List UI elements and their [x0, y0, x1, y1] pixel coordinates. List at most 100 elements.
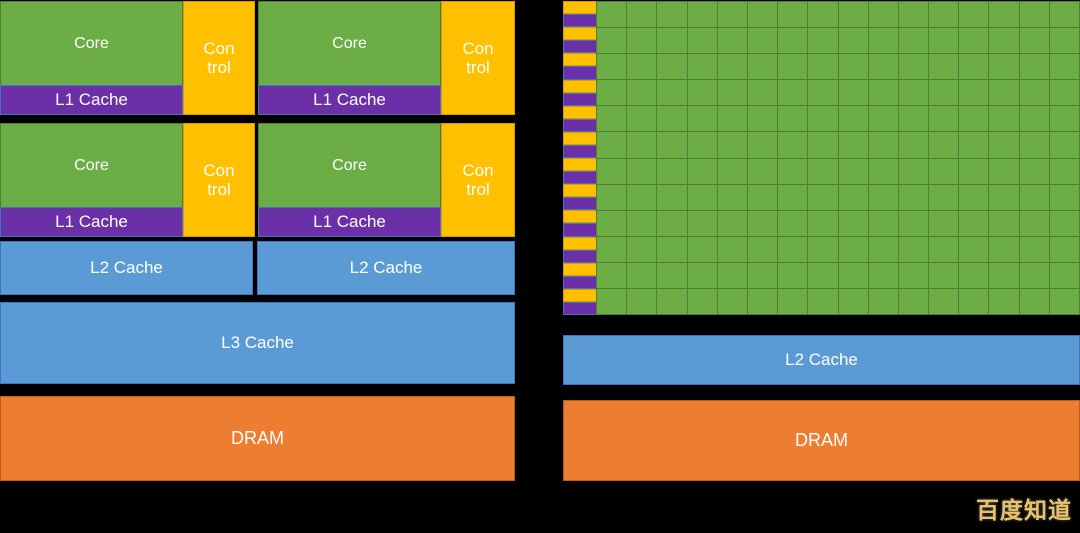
gpu-core-cell[interactable] — [929, 132, 959, 158]
gpu-core-cell[interactable] — [717, 54, 747, 80]
gpu-core-cell[interactable] — [868, 28, 898, 54]
gpu-core-cell[interactable] — [1049, 2, 1079, 28]
gpu-core-cell[interactable] — [838, 288, 868, 314]
gpu-core-cell[interactable] — [838, 262, 868, 288]
gpu-core-cell[interactable] — [1019, 54, 1049, 80]
cpu-control-2[interactable]: Con trol — [183, 123, 255, 237]
gpu-core-cell[interactable] — [657, 210, 687, 236]
gpu-core-cell[interactable] — [778, 106, 808, 132]
gpu-core-cell[interactable] — [868, 80, 898, 106]
gpu-core-cell[interactable] — [989, 158, 1019, 184]
gpu-core-cell[interactable] — [1019, 262, 1049, 288]
gpu-core-cell[interactable] — [1049, 158, 1079, 184]
gpu-core-cell[interactable] — [868, 288, 898, 314]
gpu-core-cell[interactable] — [959, 262, 989, 288]
gpu-core-cell[interactable] — [959, 210, 989, 236]
cpu-control-1[interactable]: Con trol — [441, 1, 515, 115]
gpu-core-cell[interactable] — [627, 80, 657, 106]
gpu-core-cell[interactable] — [808, 158, 838, 184]
gpu-core-cell[interactable] — [808, 210, 838, 236]
gpu-core-cell[interactable] — [1049, 54, 1079, 80]
gpu-core-cell[interactable] — [1019, 28, 1049, 54]
gpu-core-cell[interactable] — [808, 80, 838, 106]
gpu-core-cell[interactable] — [778, 184, 808, 210]
gpu-l1-cache-stripe[interactable] — [563, 14, 598, 28]
gpu-l1-cache-stripe[interactable] — [563, 144, 598, 159]
gpu-core-cell[interactable] — [959, 106, 989, 132]
gpu-core-cell[interactable] — [838, 236, 868, 262]
gpu-core-cell[interactable] — [627, 210, 657, 236]
gpu-core-cell[interactable] — [1019, 132, 1049, 158]
gpu-core-cell[interactable] — [657, 28, 687, 54]
gpu-core-cell[interactable] — [627, 158, 657, 184]
gpu-core-cell[interactable] — [717, 236, 747, 262]
gpu-core-cell[interactable] — [989, 2, 1019, 28]
gpu-core-cell[interactable] — [868, 262, 898, 288]
gpu-core-cell[interactable] — [747, 236, 778, 262]
gpu-core-cell[interactable] — [868, 106, 898, 132]
gpu-core-cell[interactable] — [687, 2, 717, 28]
gpu-core-cell[interactable] — [898, 262, 929, 288]
gpu-core-cell[interactable] — [898, 210, 929, 236]
gpu-l1-cache-stripe[interactable] — [563, 301, 598, 316]
gpu-core-cell[interactable] — [868, 210, 898, 236]
gpu-core-cell[interactable] — [627, 184, 657, 210]
gpu-l2-cache[interactable]: L2 Cache — [563, 335, 1080, 385]
cpu-l3-cache[interactable]: L3 Cache — [0, 302, 515, 384]
gpu-core-cell[interactable] — [808, 184, 838, 210]
gpu-core-cell[interactable] — [778, 210, 808, 236]
gpu-core-cell[interactable] — [989, 132, 1019, 158]
gpu-core-cell[interactable] — [1049, 288, 1079, 314]
gpu-core-cell[interactable] — [1019, 236, 1049, 262]
gpu-core-cell[interactable] — [898, 2, 929, 28]
gpu-core-cell[interactable] — [1019, 106, 1049, 132]
gpu-core-cell[interactable] — [657, 54, 687, 80]
gpu-core-cell[interactable] — [597, 184, 627, 210]
gpu-core-cell[interactable] — [989, 80, 1019, 106]
gpu-core-cell[interactable] — [1019, 288, 1049, 314]
gpu-core-cell[interactable] — [717, 288, 747, 314]
gpu-core-cell[interactable] — [838, 158, 868, 184]
gpu-core-cell[interactable] — [868, 132, 898, 158]
gpu-core-cell[interactable] — [627, 2, 657, 28]
gpu-core-cell[interactable] — [747, 2, 778, 28]
gpu-l1-cache-stripe[interactable] — [563, 92, 598, 106]
gpu-core-cell[interactable] — [597, 80, 627, 106]
gpu-core-cell[interactable] — [929, 158, 959, 184]
gpu-l1-cache-stripe[interactable] — [563, 275, 598, 289]
gpu-control-stripe[interactable] — [563, 262, 598, 276]
gpu-core-cell[interactable] — [687, 28, 717, 54]
gpu-core-cell[interactable] — [989, 262, 1019, 288]
gpu-core-cell[interactable] — [717, 132, 747, 158]
gpu-core-cell[interactable] — [898, 132, 929, 158]
gpu-core-cell[interactable] — [657, 106, 687, 132]
gpu-core-cell[interactable] — [898, 80, 929, 106]
gpu-control-stripe[interactable] — [563, 210, 598, 224]
gpu-core-cell[interactable] — [747, 28, 778, 54]
gpu-core-cell[interactable] — [898, 106, 929, 132]
gpu-core-cell[interactable] — [687, 106, 717, 132]
gpu-core-cell[interactable] — [868, 236, 898, 262]
gpu-core-cell[interactable] — [808, 106, 838, 132]
gpu-core-cell[interactable] — [687, 262, 717, 288]
gpu-core-cell[interactable] — [627, 288, 657, 314]
gpu-core-cell[interactable] — [657, 2, 687, 28]
gpu-core-cell[interactable] — [929, 28, 959, 54]
gpu-core-cell[interactable] — [838, 54, 868, 80]
gpu-core-cell[interactable] — [838, 80, 868, 106]
gpu-core-cell[interactable] — [838, 2, 868, 28]
gpu-core-cell[interactable] — [808, 236, 838, 262]
cpu-l1-cache-3[interactable]: L1 Cache — [258, 207, 441, 237]
gpu-core-cell[interactable] — [747, 158, 778, 184]
cpu-core-1[interactable]: Core — [258, 1, 441, 86]
gpu-core-cell[interactable] — [687, 80, 717, 106]
gpu-core-cell[interactable] — [778, 132, 808, 158]
gpu-core-cell[interactable] — [838, 106, 868, 132]
gpu-core-cell[interactable] — [989, 184, 1019, 210]
gpu-core-cell[interactable] — [898, 54, 929, 80]
gpu-control-stripe[interactable] — [563, 53, 598, 67]
gpu-core-cell[interactable] — [687, 236, 717, 262]
gpu-core-cell[interactable] — [959, 2, 989, 28]
gpu-core-cell[interactable] — [838, 132, 868, 158]
gpu-core-cell[interactable] — [898, 184, 929, 210]
